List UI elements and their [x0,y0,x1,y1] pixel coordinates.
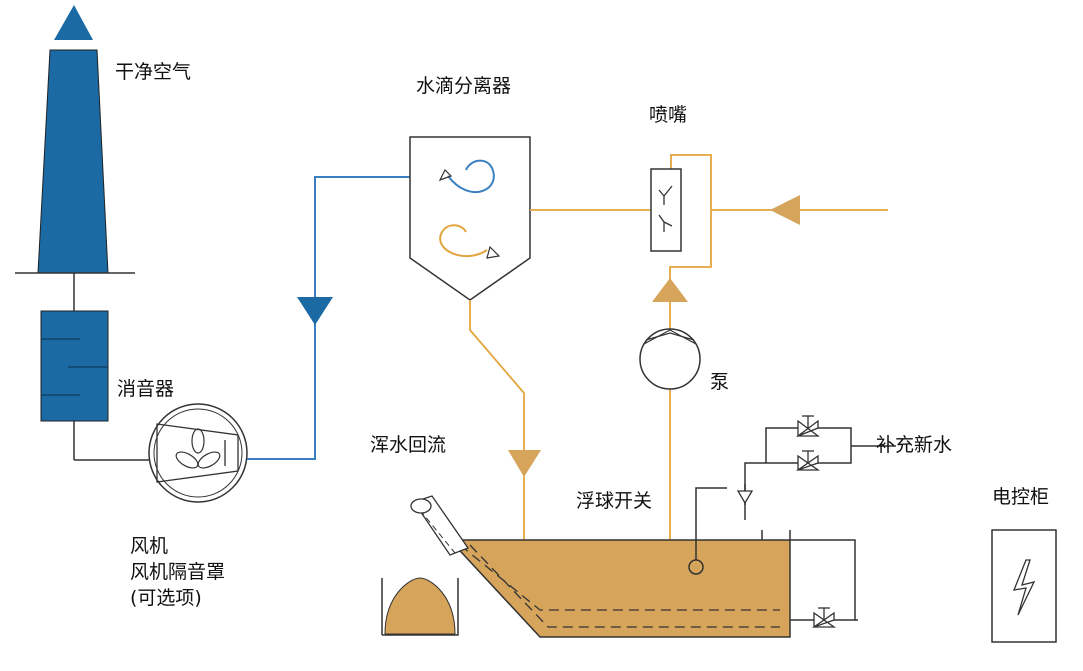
float-switch-icon [688,487,727,575]
fan-icon [148,403,248,503]
label-optional: (可选项) [130,587,202,609]
makeup-funnel-icon [736,490,754,505]
lightning-icon [1012,559,1036,616]
label-clean-air: 干净空气 [115,61,191,83]
label-nozzle: 喷嘴 [649,104,687,126]
separator-swirl-icons [438,159,501,259]
tank-liquid [448,539,791,638]
stack-body [37,49,109,274]
label-pump: 泵 [710,371,729,393]
sludge-bin [381,577,459,636]
control-cabinet [991,529,1057,643]
silencer-baffles [41,338,108,396]
air-flow-arrow-icon [297,297,333,325]
label-water-separator: 水滴分离器 [416,75,511,97]
water-separator-vessel [409,136,531,301]
label-fan: 风机 [130,535,168,557]
valve-icon-3 [811,607,837,628]
valve-icon-2 [795,450,821,471]
label-float-switch: 浮球开关 [576,490,652,512]
return-flow-arrow-icon [508,450,541,477]
supply-flow-arrow-icon [770,195,800,225]
nozzle-icon [650,168,682,252]
silencer-body [40,310,109,422]
valve-icon [796,415,820,437]
stack-cap [54,5,93,40]
label-makeup-water: 补充新水 [876,434,952,456]
label-control-cabinet: 电控柜 [992,486,1049,508]
pump-icon [639,328,701,390]
pump-outlet-arrow-icon [652,278,688,302]
label-muddy-return: 浑水回流 [370,434,446,456]
screw-conveyor [410,495,470,556]
label-fan-enclosure: 风机隔音罩 [130,561,225,583]
air-line [247,176,410,460]
tank-inner-lines [459,544,780,628]
label-silencer: 消音器 [117,378,174,400]
